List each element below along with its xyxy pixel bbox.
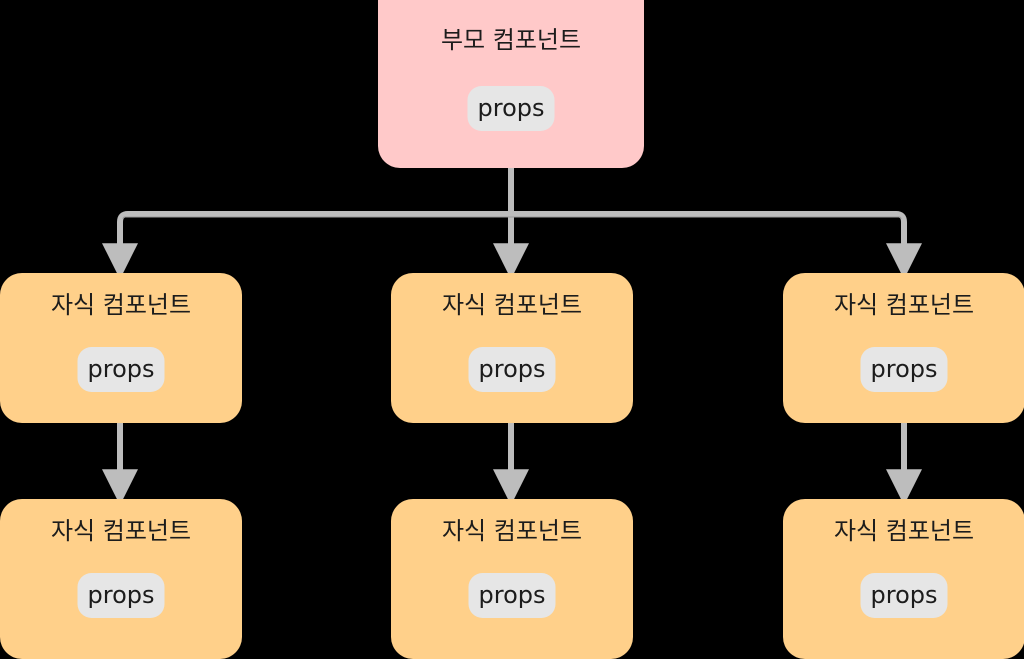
child-component-title: 자식 컴포넌트 xyxy=(50,517,192,545)
grandchild-component-node: 자식 컴포넌트 props xyxy=(783,499,1024,659)
child-component-node: 자식 컴포넌트 props xyxy=(783,273,1024,423)
child-component-title: 자식 컴포넌트 xyxy=(50,291,192,319)
parent-component-node: 부모 컴포넌트 props xyxy=(378,0,644,168)
child-props-badge: props xyxy=(77,573,165,618)
connector-bus xyxy=(117,211,922,280)
child-props-badge: props xyxy=(468,347,556,392)
parent-props-badge: props xyxy=(467,86,555,131)
child-component-node: 자식 컴포넌트 props xyxy=(391,273,633,423)
child-component-title: 자식 컴포넌트 xyxy=(441,517,583,545)
child-props-badge: props xyxy=(860,347,948,392)
child-props-badge: props xyxy=(77,347,165,392)
parent-component-title: 부모 컴포넌트 xyxy=(440,26,582,54)
child-props-badge: props xyxy=(860,573,948,618)
child-component-node: 자식 컴포넌트 props xyxy=(0,273,242,423)
grandchild-component-node: 자식 컴포넌트 props xyxy=(391,499,633,659)
grandchild-component-node: 자식 컴포넌트 props xyxy=(0,499,242,659)
child-component-title: 자식 컴포넌트 xyxy=(441,291,583,319)
child-component-title: 자식 컴포넌트 xyxy=(833,291,975,319)
child-component-title: 자식 컴포넌트 xyxy=(833,517,975,545)
child-props-badge: props xyxy=(468,573,556,618)
